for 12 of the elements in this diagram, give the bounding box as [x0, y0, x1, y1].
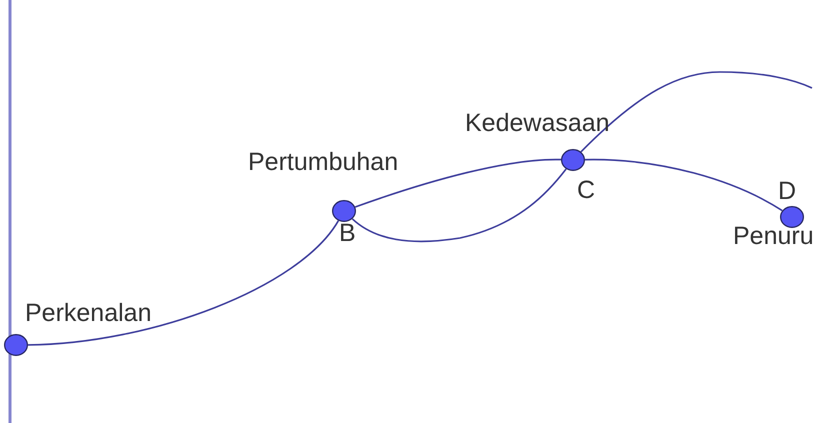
- stage-label: Penuru: [733, 223, 814, 250]
- curve-line: [352, 168, 567, 242]
- stage-label: Perkenalan: [25, 300, 152, 327]
- stage-label: Kedewasaan: [465, 110, 610, 137]
- curve-line: [580, 71, 812, 152]
- curve-line: [354, 158, 561, 208]
- point-letter: D: [778, 178, 796, 205]
- stage-label: Pertumbuhan: [248, 149, 398, 176]
- curve-line: [585, 158, 783, 212]
- point-letter: B: [339, 220, 356, 247]
- point-letter: C: [577, 177, 596, 204]
- curve-line: [28, 220, 340, 346]
